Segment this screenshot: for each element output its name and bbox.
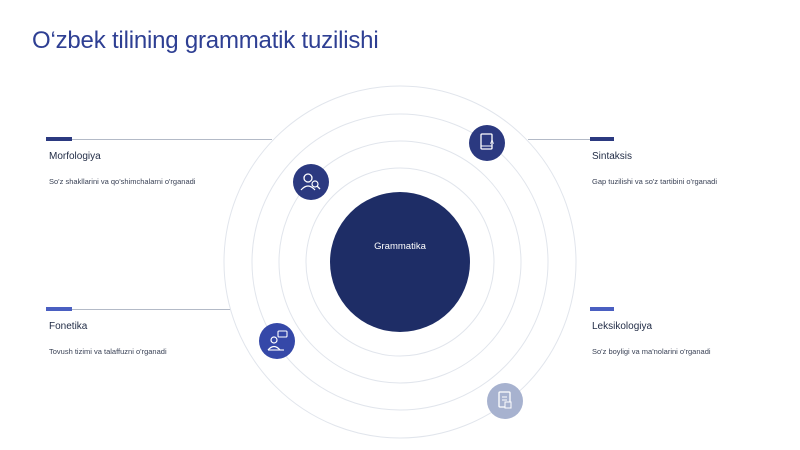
ring-outer bbox=[223, 85, 577, 439]
morfologiya-label: Morfologiya bbox=[49, 151, 101, 162]
slide-title: O‘zbek tilining grammatik tuzilishi bbox=[32, 27, 379, 54]
book-icon: A bbox=[469, 125, 505, 161]
user-search-icon bbox=[293, 164, 329, 200]
sintaksis-desc: Gap tuzilishi va so'z tartibini o'rganad… bbox=[592, 177, 718, 186]
accent-bar-sintaksis bbox=[590, 137, 614, 141]
svg-text:A: A bbox=[490, 140, 494, 146]
speaker-icon bbox=[259, 323, 295, 359]
ring-1 bbox=[305, 167, 495, 357]
ring-2 bbox=[278, 140, 522, 384]
accent-bar-fonetika bbox=[46, 307, 72, 311]
morfologiya-desc: So'z shakllarini va qo'shimchalarni o'rg… bbox=[49, 177, 196, 186]
leksikologiya-label: Leksikologiya bbox=[592, 321, 653, 332]
center-circle bbox=[330, 192, 470, 332]
fonetika-desc: Tovush tizimi va talaffuzni o'rganadi bbox=[49, 347, 167, 356]
fonetika-label: Fonetika bbox=[49, 321, 88, 332]
accent-bar-leksikologiya bbox=[590, 307, 614, 311]
document-icon bbox=[487, 383, 523, 419]
sintaksis-label: Sintaksis bbox=[592, 151, 633, 162]
center-label: Grammatika bbox=[374, 241, 426, 252]
concentric-rings bbox=[223, 85, 577, 439]
leksikologiya-desc: So'z boyligi va ma'nolarini o'rganadi bbox=[592, 347, 711, 356]
accent-bar-morfologiya bbox=[46, 137, 72, 141]
ring-3 bbox=[251, 113, 549, 411]
